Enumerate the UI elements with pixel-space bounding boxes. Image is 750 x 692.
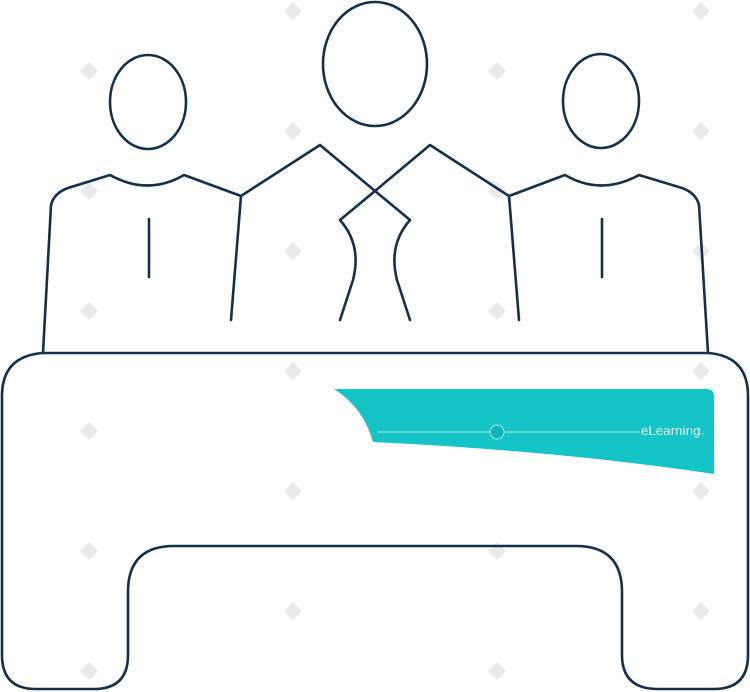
watermark-diamond-icon: [488, 302, 506, 320]
watermark-diamond-icon: [284, 122, 302, 140]
watermark-text: eLearning.: [641, 423, 705, 438]
watermark-diamond-icon: [692, 2, 710, 20]
center-person-collar-right: [373, 143, 511, 198]
watermark-diamond-icon: [692, 482, 710, 500]
watermark-diamond-icon: [80, 662, 98, 680]
watermark-diamond-icon: [80, 182, 98, 200]
center-person-collar-left: [239, 143, 377, 198]
watermark-diamond-icon: [284, 482, 302, 500]
center-person-tie: [338, 189, 412, 322]
watermark-diamond-icon: [692, 602, 710, 620]
watermark-diamond-icon: [80, 62, 98, 80]
watermark-diamond-icon: [692, 122, 710, 140]
watermark-diamond-icon: [488, 62, 506, 80]
right-person-head: [561, 52, 641, 150]
watermark-diamond-icon: [284, 602, 302, 620]
left-person-head: [108, 53, 188, 151]
watermark-diamond-icon: [284, 362, 302, 380]
watermark-diamond-icon: [488, 662, 506, 680]
watermark-diamond-icon: [80, 422, 98, 440]
right-person-torso: [507, 173, 710, 355]
watermark-diamond-icon: [284, 2, 302, 20]
watermark-pattern: [80, 2, 710, 680]
watermark-diamond-icon: [80, 542, 98, 560]
table-outline: [0, 351, 750, 691]
left-person-torso: [41, 173, 243, 355]
watermark-diamond-icon: [692, 362, 710, 380]
watermark-overlay: [378, 424, 640, 440]
watermark-diamond-icon: [80, 302, 98, 320]
watermark-diamond-icon: [284, 242, 302, 260]
center-person-head: [321, 0, 429, 128]
